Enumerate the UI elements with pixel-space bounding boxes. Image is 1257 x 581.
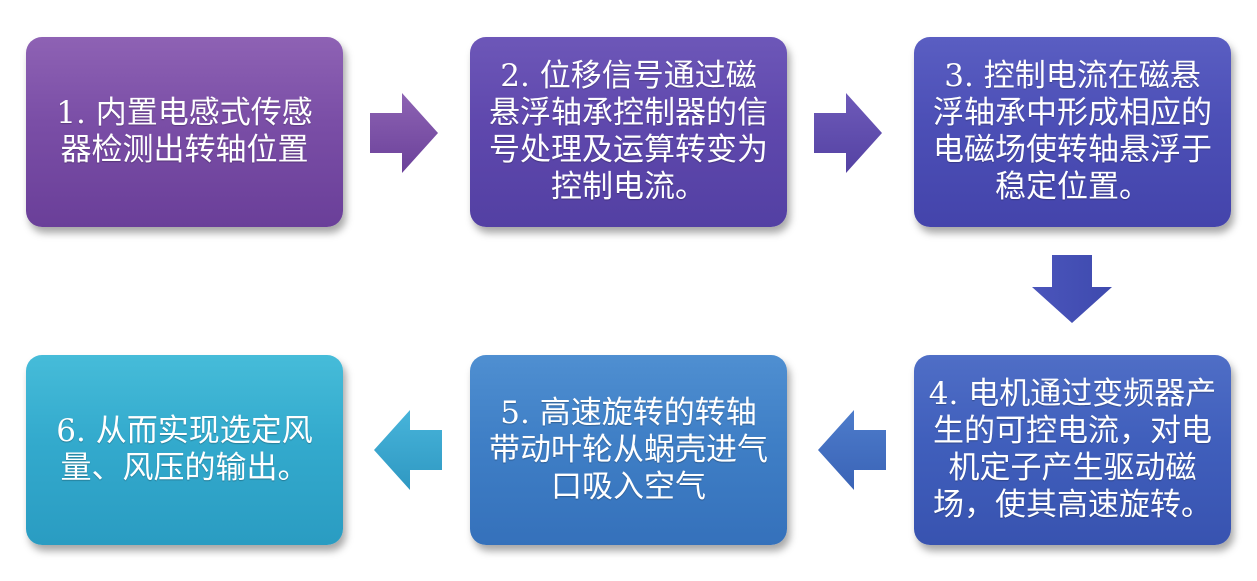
step-3-box: 3. 控制电流在磁悬浮轴承中形成相应的电磁场使转轴悬浮于稳定位置。 [914, 37, 1231, 227]
step-2-text: 2. 位移信号通过磁悬浮轴承控制器的信号处理及运算转变为控制电流。 [489, 58, 768, 205]
arrow-right-2-to-3 [814, 93, 882, 173]
step-2-box: 2. 位移信号通过磁悬浮轴承控制器的信号处理及运算转变为控制电流。 [470, 37, 787, 227]
step-6-box: 6. 从而实现选定风量、风压的输出。 [26, 355, 343, 545]
step-4-text: 4. 电机通过变频器产生的可控电流，对电机定子产生驱动磁场，使其高速旋转。 [928, 376, 1217, 523]
arrow-left-4-to-5 [818, 410, 886, 490]
step-4-box: 4. 电机通过变频器产生的可控电流，对电机定子产生驱动磁场，使其高速旋转。 [914, 355, 1231, 545]
step-1-text: 1. 内置电感式传感器检测出转轴位置 [56, 95, 313, 168]
arrow-down-3-to-4 [1032, 255, 1112, 323]
step-3-text: 3. 控制电流在磁悬浮轴承中形成相应的电磁场使转轴悬浮于稳定位置。 [933, 58, 1212, 205]
arrow-left-5-to-6 [374, 410, 442, 490]
step-6-text: 6. 从而实现选定风量、风压的输出。 [56, 413, 313, 486]
step-5-box: 5. 高速旋转的转轴带动叶轮从蜗壳进气口吸入空气 [470, 355, 787, 545]
arrow-right-1-to-2 [370, 93, 438, 173]
step-5-text: 5. 高速旋转的转轴带动叶轮从蜗壳进气口吸入空气 [489, 394, 768, 505]
step-1-box: 1. 内置电感式传感器检测出转轴位置 [26, 37, 343, 227]
